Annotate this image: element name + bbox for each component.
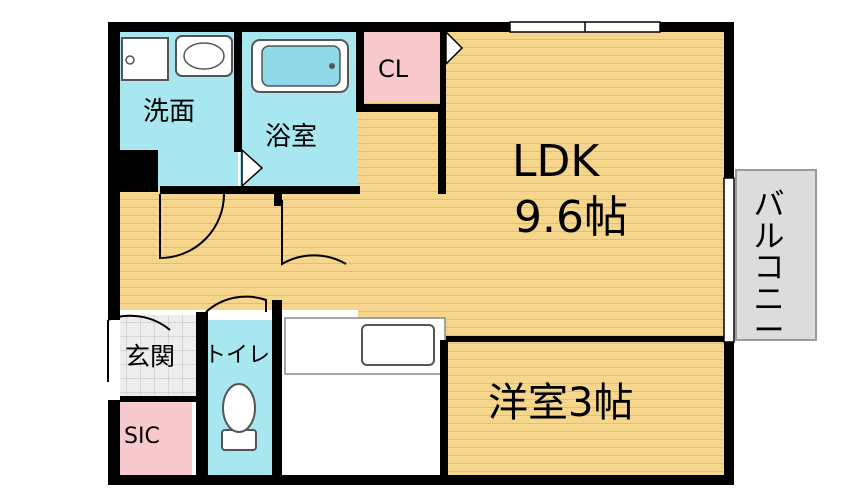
washing-machine (121, 37, 169, 81)
ldk-label: LDK (512, 136, 600, 187)
bathroom-label: 浴室 (265, 122, 318, 152)
windows (509, 21, 735, 343)
toilet-bowl (222, 383, 256, 433)
ldk-size-label: 9.6帖 (514, 192, 628, 243)
walls (108, 22, 734, 485)
closet-label: CL (378, 55, 409, 83)
balcony-floor (735, 169, 817, 341)
western-room-label: 洋室3帖 (488, 380, 634, 426)
western-room-floor (448, 340, 726, 475)
toilet-label: トイレ (204, 343, 271, 368)
washing-machine-drain (125, 55, 135, 65)
entrance-label: 玄関 (125, 342, 176, 371)
closet-floor (362, 32, 440, 102)
door-swings (107, 193, 347, 382)
washbasin-bowl (183, 42, 225, 70)
bathtub-basin (261, 45, 341, 87)
washroom-label: 洗面 (143, 97, 196, 127)
entrance-floor (120, 315, 200, 400)
hall-floor (120, 190, 450, 310)
balcony-label: バルコニー (753, 187, 785, 350)
bathtub-drain (329, 63, 335, 69)
kitchen-sink (361, 324, 435, 366)
sliding-door-markers (241, 30, 464, 188)
sic-label: SIC (124, 424, 160, 449)
sic-floor (120, 400, 192, 475)
